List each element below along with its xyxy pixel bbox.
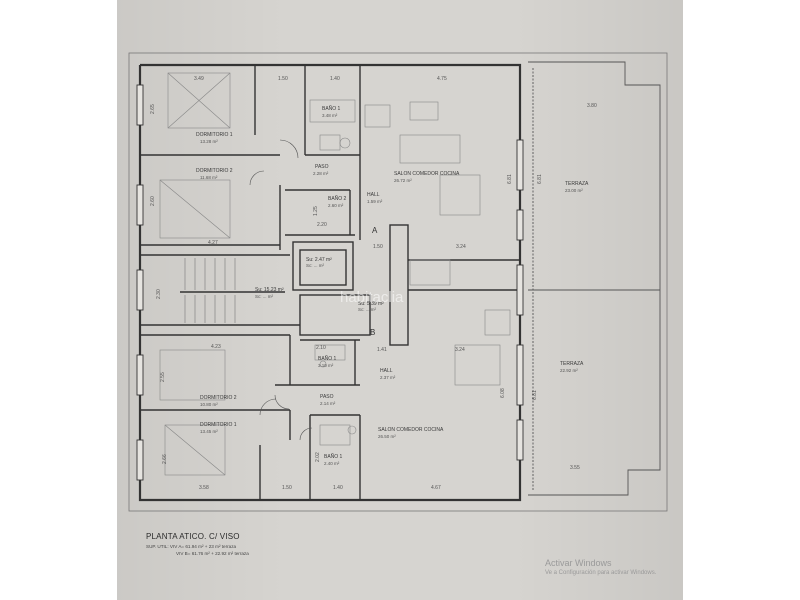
dim-label: 4.23: [211, 344, 221, 350]
dim-label: 1.50: [373, 244, 383, 250]
dim-label: 3.55: [570, 465, 580, 471]
room-area: 2.60 m²: [328, 203, 344, 208]
room-paso-a: PASO: [315, 164, 329, 170]
room-hall-a: HALL: [367, 192, 380, 198]
room-area: 26.72 m²: [394, 178, 412, 183]
room-sc-3: Sc: ... m²: [358, 307, 377, 312]
caption-title: PLANTA ATICO. C/ VISO: [146, 532, 240, 541]
dim-label: 6.08: [500, 388, 506, 398]
caption-surface-a: SUP. UTIL: VIV A= 61.94 m² + 23 m² terra…: [146, 544, 237, 549]
room-area: 13.45 m²: [200, 429, 218, 434]
room-su-2: Su: 15.23 m²: [255, 287, 284, 293]
dim-label: 2.02: [315, 452, 321, 462]
doors: [249, 139, 313, 441]
dim-label: 2.65: [150, 104, 156, 114]
dim-label: 2.20: [317, 222, 327, 228]
room-bano2-a: BAÑO 2: [328, 195, 347, 202]
room-area: 3.10 m²: [318, 363, 334, 368]
dim-label: 6.81: [537, 174, 543, 184]
room-su-1: Su: 2.47 m²: [306, 257, 332, 263]
room-sc-2: Sc: ... m²: [255, 294, 274, 299]
plan-caption: PLANTA ATICO. C/ VISO SUP. UTIL: VIV A= …: [146, 532, 446, 556]
dim-label: 1.25: [313, 206, 319, 216]
dim-label: 2.66: [162, 454, 168, 464]
dim-label: 1.40: [330, 76, 340, 82]
windows-activation-notice: Activar Windows Ve a Configuración para …: [545, 558, 656, 576]
room-bano1-a: BAÑO 1: [322, 105, 341, 112]
dim-label: 3.24: [456, 244, 466, 250]
dim-label: 3.49: [194, 76, 204, 82]
room-area: 3.48 m²: [322, 113, 338, 118]
room-terraza-a: TERRAZA: [565, 181, 589, 187]
dim-label: 2.60: [150, 196, 156, 206]
dim-label: 2.30: [156, 289, 162, 299]
room-dormitorio2-b: DORMITORIO 2: [200, 395, 237, 401]
dim-label: 1.40: [333, 485, 343, 491]
unit-label-b: B: [370, 328, 375, 337]
room-sc-1: Sc: ... m²: [306, 263, 325, 268]
dim-label: 2.10: [316, 345, 326, 351]
outer-frame: [128, 52, 668, 512]
room-area: 26.50 m²: [378, 434, 396, 439]
activation-title: Activar Windows: [545, 558, 612, 568]
room-dormitorio2-a: DORMITORIO 2: [196, 168, 233, 174]
room-bano1b-b: BAÑO 1: [324, 453, 343, 460]
dim-label: 1.41: [377, 347, 387, 353]
room-salon-a: SALON COMEDOR COCINA: [394, 171, 460, 177]
room-dormitorio1-b: DORMITORIO 1: [200, 422, 237, 428]
dim-label: 3.58: [199, 485, 209, 491]
room-hall-b: HALL: [380, 368, 393, 374]
dim-label: 1.50: [278, 76, 288, 82]
dim-label: 6.81: [507, 174, 513, 184]
caption-surface-b: VIV B= 61.76 m² + 22.92 m² terraza: [176, 551, 249, 556]
room-area: 22.92 m²: [560, 368, 578, 373]
room-area: 10.80 m²: [200, 402, 218, 407]
dim-label: 2.55: [160, 372, 166, 382]
room-area: 23.00 m²: [565, 188, 583, 193]
room-terraza-b: TERRAZA: [560, 361, 584, 367]
room-area: 2.28 m²: [313, 171, 329, 176]
room-dormitorio1-a: DORMITORIO 1: [196, 132, 233, 138]
dim-label: 4.27: [208, 240, 218, 246]
interior-walls: [140, 65, 520, 500]
watermark-text: habitaclia: [340, 289, 404, 306]
room-area: 2.37 m²: [380, 375, 396, 380]
room-paso-b: PASO: [320, 394, 334, 400]
windows: [136, 84, 524, 481]
stairs: [184, 258, 236, 323]
dim-label: 4.67: [431, 485, 441, 491]
room-salon-b: SALON COMEDOR COCINA: [378, 427, 444, 433]
room-bano1-b: BAÑO 1: [318, 355, 337, 362]
terrace-outline: [528, 61, 661, 496]
activation-subtitle: Ve a Configuración para activar Windows.: [545, 570, 657, 576]
furniture: [159, 72, 511, 476]
dim-label: 1.50: [282, 485, 292, 491]
room-area: 2.14 m²: [320, 401, 336, 406]
dim-label: 3.80: [587, 103, 597, 109]
unit-label-a: A: [372, 226, 378, 235]
dim-label: 3.24: [455, 347, 465, 353]
exterior-walls: [138, 63, 522, 502]
room-area: 1.59 m²: [367, 199, 383, 204]
room-area: 13.28 m²: [200, 139, 218, 144]
room-su-3: Su: 5.39 m²: [358, 301, 384, 307]
dim-label: 6.81: [532, 390, 538, 400]
room-area: 11.68 m²: [200, 175, 218, 180]
dim-label: 4.75: [437, 76, 447, 82]
room-area: 2.40 m²: [324, 461, 340, 466]
